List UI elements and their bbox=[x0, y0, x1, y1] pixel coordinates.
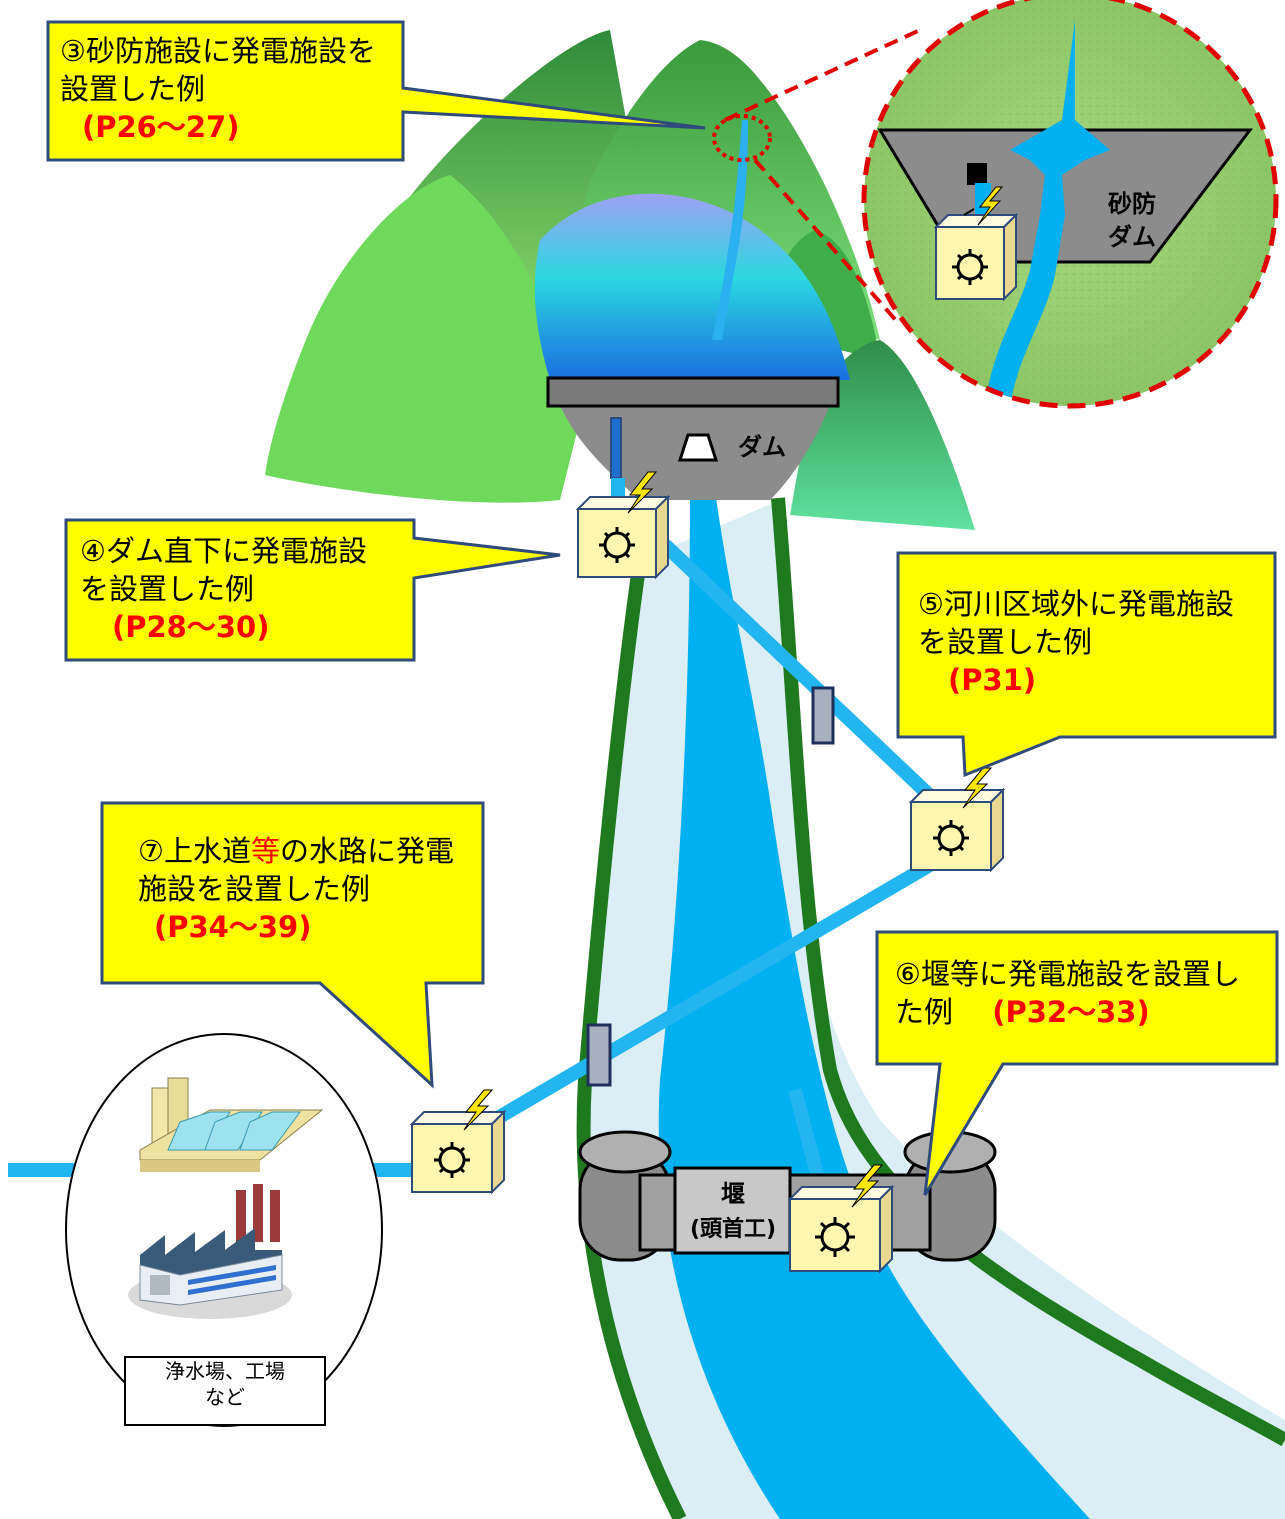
power-generator-icon bbox=[409, 1089, 507, 1195]
dam-label: ダム bbox=[738, 433, 786, 461]
callout-waterway-text-pre: ⑦上水道 bbox=[138, 834, 251, 868]
callout-waterway: ⑦上水道等の水路に発電施設を設置した例 (P34～39) bbox=[138, 832, 463, 946]
zoom-line bbox=[724, 28, 921, 122]
factory-icon bbox=[128, 1184, 292, 1319]
callout-weir-text: ⑥堰等に発電施設を設置した例 bbox=[895, 957, 1240, 1029]
power-generator-icon bbox=[908, 767, 1006, 873]
callout-outside-river: ⑤河川区域外に発電施設を設置した例 (P31) bbox=[918, 585, 1238, 699]
lightning-bolt-icon bbox=[962, 767, 993, 809]
callout-waterway-text-post: の水路に発電施設を設置した例 bbox=[138, 834, 455, 906]
sabo-dam-label-1: 砂防 bbox=[1108, 190, 1156, 218]
callout-dam-downstream: ④ダム直下に発電施設を設置した例 (P28～30) bbox=[80, 532, 380, 646]
callout-waterway-text-highlight: 等 bbox=[251, 834, 281, 868]
power-generator-icon bbox=[787, 1164, 895, 1274]
pipe-valve bbox=[811, 686, 835, 745]
weir-label-2: (頭首工) bbox=[690, 1216, 776, 1242]
power-generator-icon bbox=[575, 471, 671, 580]
callout-waterway-ref: (P34～39) bbox=[154, 910, 312, 944]
facility-inset bbox=[65, 1033, 383, 1427]
mountain-stream bbox=[712, 120, 748, 340]
facility-label-2: など bbox=[205, 1385, 245, 1409]
power-generator-icon bbox=[933, 186, 1019, 302]
facility-label-box: 浄水場、工場 など bbox=[124, 1356, 326, 1426]
callout-shapes bbox=[46, 20, 1279, 1196]
zoom-line bbox=[753, 158, 902, 327]
callout-dam-downstream-ref: (P28～30) bbox=[112, 610, 270, 644]
lightning-bolt-icon bbox=[851, 1164, 884, 1208]
callout-dam-downstream-text: ④ダム直下に発電施設を設置した例 bbox=[80, 534, 367, 606]
sabo-dam-label-2: ダム bbox=[1108, 223, 1156, 251]
facility-label-1: 浄水場、工場 bbox=[165, 1359, 285, 1383]
zoom-sabo-dam: 砂防 ダム bbox=[861, 0, 1279, 409]
lightning-bolt-icon bbox=[463, 1089, 494, 1131]
callout-weir-ref: (P32～33) bbox=[992, 995, 1150, 1029]
callout-sabo: ③砂防施設に発電施設を設置した例 (P26～27) bbox=[60, 32, 400, 146]
callout-sabo-text: ③砂防施設に発電施設を設置した例 bbox=[60, 34, 376, 106]
callout-outside-river-ref: (P31) bbox=[948, 663, 1037, 697]
callout-outside-river-text: ⑤河川区域外に発電施設を設置した例 bbox=[918, 587, 1234, 659]
lightning-bolt-icon bbox=[627, 471, 658, 514]
callout-sabo-ref: (P26～27) bbox=[82, 110, 240, 144]
river bbox=[576, 490, 1285, 1519]
callout-weir: ⑥堰等に発電施設を設置した例 (P32～33) bbox=[895, 955, 1265, 1031]
pipe-valve bbox=[586, 1023, 612, 1087]
zoom-source-marker bbox=[712, 114, 772, 162]
lightning-bolt-icon bbox=[977, 186, 1004, 226]
water-treatment-plant-icon bbox=[139, 1077, 324, 1172]
weir-label-1: 堰 bbox=[721, 1180, 745, 1208]
reservoir bbox=[534, 193, 850, 380]
dam: ダム bbox=[546, 376, 840, 500]
